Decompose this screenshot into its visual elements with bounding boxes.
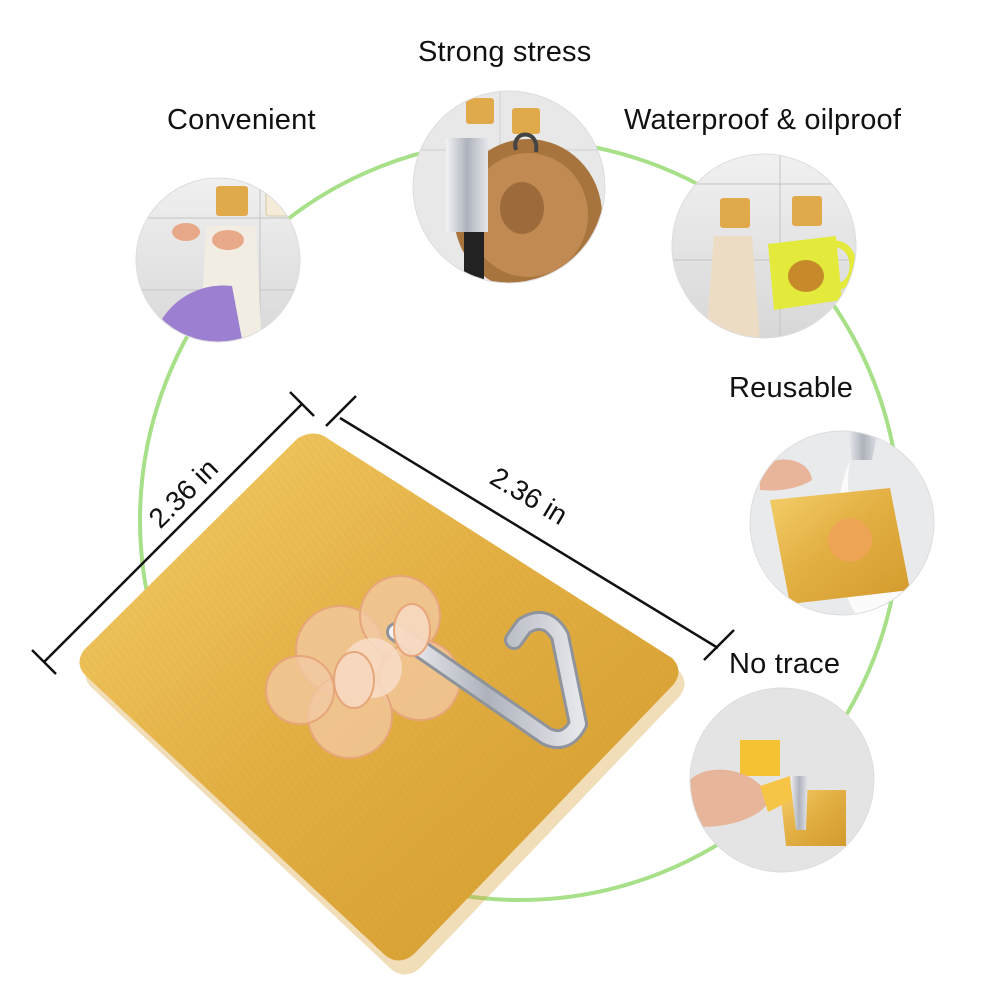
photo-reusable <box>749 430 935 616</box>
photo-convenient <box>135 177 301 343</box>
metal-hook <box>333 603 588 749</box>
feature-label-strong-stress: Strong stress <box>418 36 592 68</box>
photo-waterproof <box>671 153 857 339</box>
dimension-label-right: 2.36 in <box>485 461 573 531</box>
feature-label-waterproof: Waterproof & oilproof <box>624 104 902 136</box>
feature-label-no-trace: No trace <box>729 648 841 680</box>
photo-strong-stress <box>412 90 606 284</box>
feature-label-reusable: Reusable <box>729 372 854 404</box>
photo-no-trace <box>689 687 875 873</box>
dimension-lines <box>31 391 735 675</box>
feature-label-convenient: Convenient <box>167 104 316 136</box>
product-hook <box>79 433 685 975</box>
